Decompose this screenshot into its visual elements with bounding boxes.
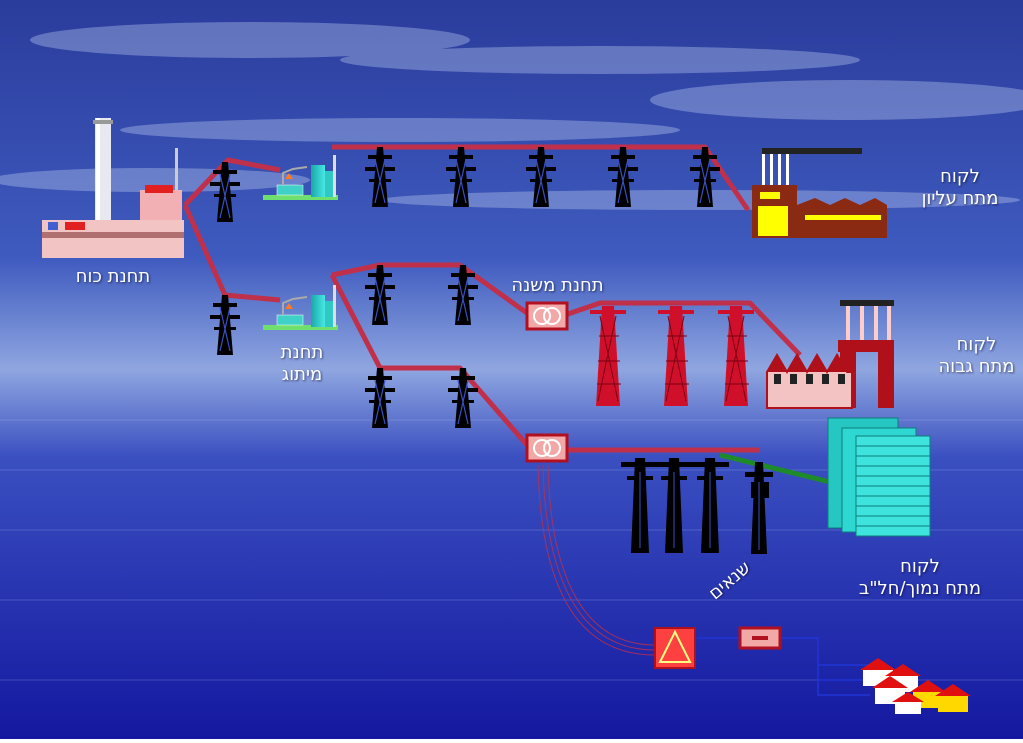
power-lines [182, 144, 802, 453]
label-customer-low-line2: מתח נמוך/חל"ב [858, 578, 982, 599]
meter-box-icon [738, 626, 782, 650]
label-customer-low-line1: לקוח [900, 556, 940, 577]
underground-cable [537, 464, 656, 656]
distribution-transformer-icon [654, 627, 696, 669]
green-feeder-line [719, 452, 831, 485]
label-substation: תחנת משנה [511, 275, 604, 296]
label-customer-extra-high-line2: מתח עליון [921, 188, 999, 209]
substation-transformer-icon [525, 301, 569, 463]
label-customer-high-line1: לקוח [956, 334, 997, 355]
factory-extra-high-customer-icon [752, 148, 887, 238]
label-switching-station-line2: מיתוג [281, 364, 323, 385]
label-power-station: תחנת כוח [75, 266, 151, 287]
office-buildings-icon [827, 417, 931, 537]
houses-icon [860, 658, 971, 714]
high-voltage-red-towers [589, 305, 755, 407]
factory-high-customer-icon [766, 300, 894, 409]
label-customer-high-line2: מתח גבוה [938, 356, 1015, 377]
distribution-poles [620, 457, 773, 554]
low-voltage-lines [697, 637, 870, 696]
label-switching-station-line1: תחנת [280, 342, 324, 363]
label-customer-extra-high-line1: לקוח [940, 166, 980, 187]
power-station-icon [42, 118, 184, 258]
